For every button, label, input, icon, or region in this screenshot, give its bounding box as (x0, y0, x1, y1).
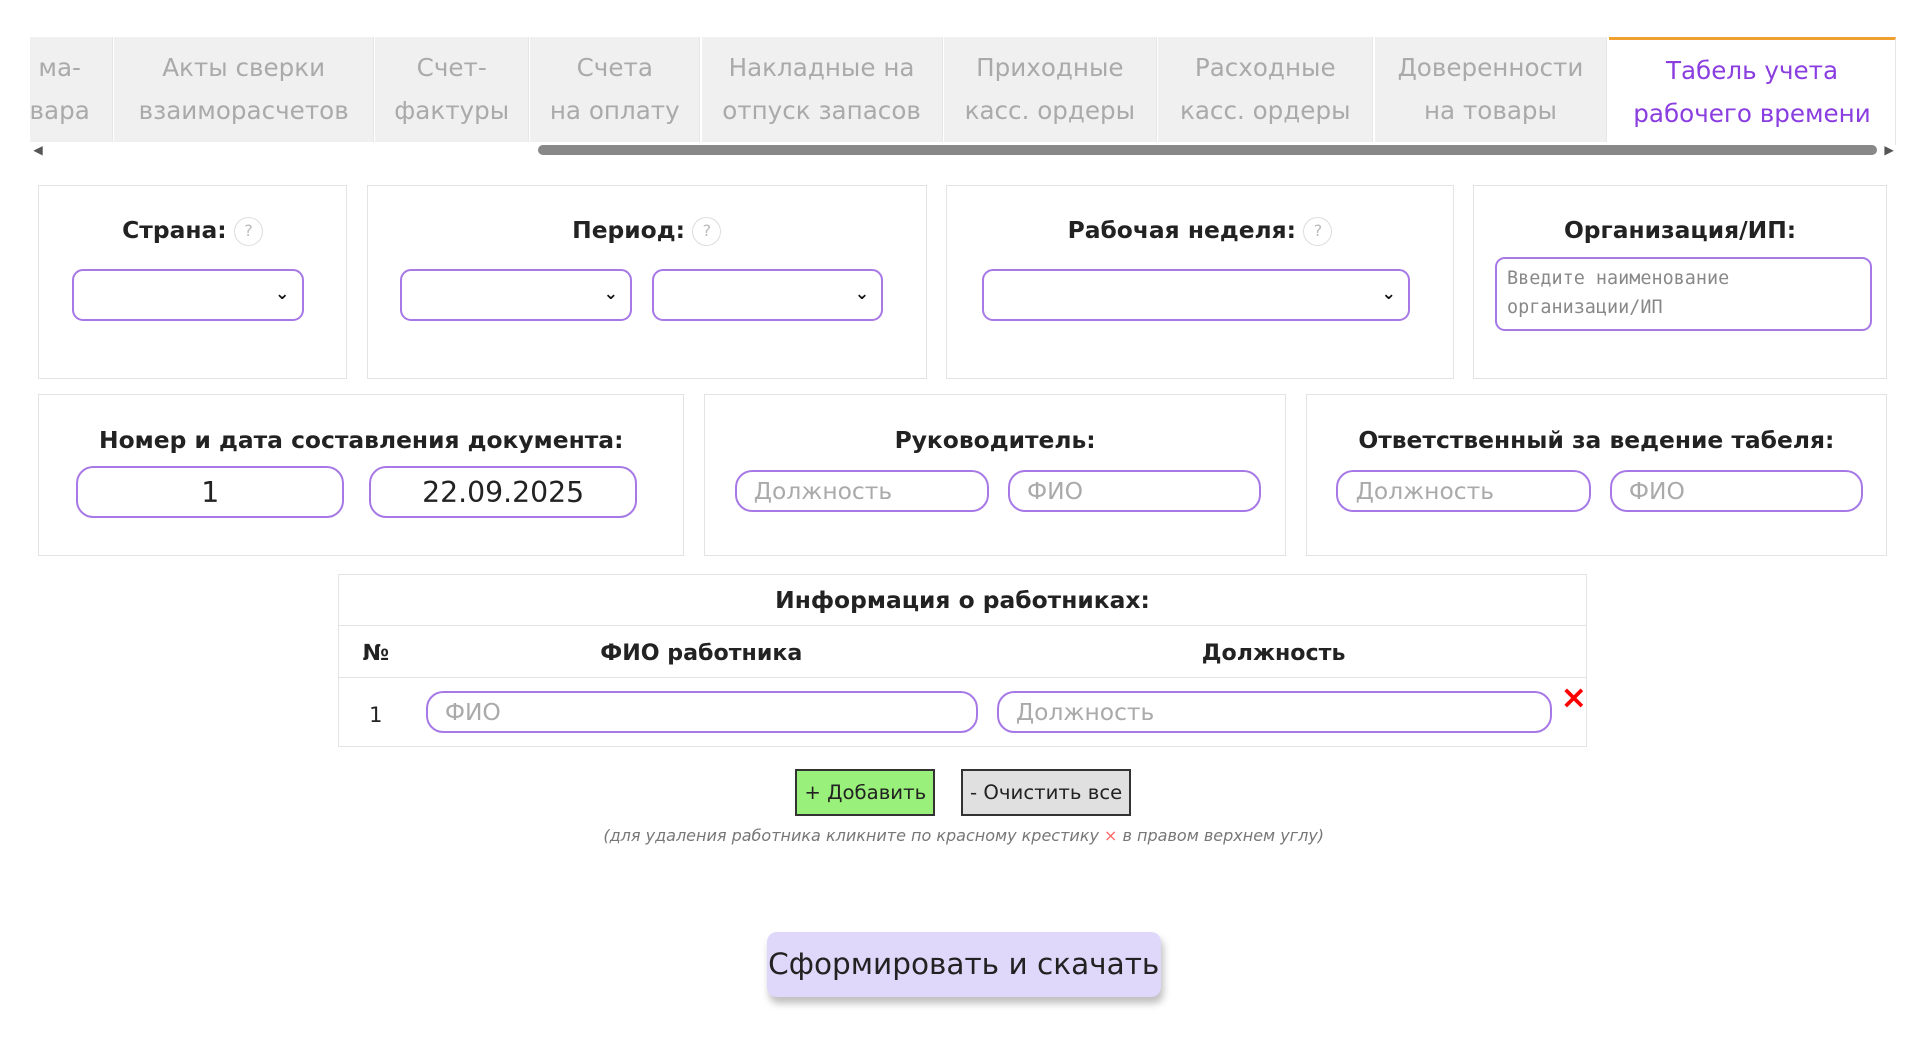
organization-label: Организация/ИП: (1563, 216, 1797, 245)
tab-timesheet[interactable]: Табель учета рабочего времени (1608, 36, 1897, 145)
country-label: Страна: (122, 216, 227, 245)
generate-download-button[interactable]: Сформировать и скачать (766, 931, 1161, 997)
country-select[interactable]: ⌄ (72, 269, 304, 321)
country-section: Страна:? ⌄ (38, 184, 348, 380)
period-month-select[interactable]: ⌄ (399, 269, 633, 321)
responsible-label: Ответственный за ведение табеля: (1358, 425, 1835, 454)
chevron-down-icon: ⌄ (854, 284, 870, 305)
document-number-input[interactable]: 1 (76, 466, 345, 518)
divider (339, 676, 1586, 678)
chevron-down-icon: ⌄ (1381, 284, 1396, 305)
director-section: Руководитель: Должность ФИО (704, 393, 1287, 557)
organization-section: Организация/ИП: Введите наименование орг… (1473, 184, 1887, 380)
work-week-label: Рабочая неделя: (1067, 216, 1297, 245)
organization-textarea[interactable]: Введите наименование организации/ИП (1495, 256, 1872, 331)
row-number: 1 (369, 702, 383, 727)
period-label: Период: (572, 216, 685, 245)
red-cross-icon: × (1104, 825, 1118, 845)
delete-worker-icon[interactable]: × (1560, 677, 1588, 716)
column-header-name: ФИО работника (600, 639, 803, 666)
scroll-left-arrow-icon[interactable]: ◀ (33, 142, 43, 157)
tab-bills[interactable]: Счета на оплату (530, 36, 701, 142)
responsible-section: Ответственный за ведение табеля: Должнос… (1305, 393, 1887, 557)
help-icon[interactable]: ? (692, 217, 722, 247)
chevron-down-icon: ⌄ (275, 284, 290, 305)
period-year-select[interactable]: ⌄ (652, 269, 884, 321)
document-date-input[interactable]: 22.09.2025 (368, 466, 638, 518)
column-header-number: № (362, 639, 390, 666)
worker-position-input[interactable]: Должность (996, 691, 1552, 734)
workers-table: Информация о работниках: № ФИО работника… (338, 573, 1588, 748)
document-label: Номер и дата составления документа: (99, 425, 624, 454)
responsible-position-input[interactable]: Должность (1336, 469, 1592, 512)
director-position-input[interactable]: Должность (734, 469, 990, 512)
tab-partial[interactable]: ма- вара (29, 36, 113, 142)
tab-expense-orders[interactable]: Расходные касс. ордеры (1158, 36, 1374, 142)
scroll-right-arrow-icon[interactable]: ▶ (1884, 142, 1894, 157)
workers-title: Информация о работниках: (775, 585, 1150, 614)
director-name-input[interactable]: ФИО (1007, 469, 1262, 512)
add-worker-button[interactable]: + Добавить (795, 769, 936, 817)
director-label: Руководитель: (894, 425, 1096, 454)
tab-proxies[interactable]: Доверенности на товары (1374, 36, 1608, 142)
work-week-select[interactable]: ⌄ (981, 269, 1411, 321)
work-week-section: Рабочая неделя:? ⌄ (946, 184, 1454, 380)
tab-reconciliation[interactable]: Акты сверки взаиморасчетов (114, 36, 374, 142)
document-section: Номер и дата составления документа: 1 22… (38, 393, 685, 557)
help-icon[interactable]: ? (1303, 217, 1333, 247)
tab-invoices[interactable]: Счет- фактуры (375, 36, 529, 142)
period-section: Период:? ⌄ ⌄ (366, 184, 927, 380)
hint-text: в правом верхнем углу) (1117, 825, 1325, 845)
tab-waybills[interactable]: Накладные на отпуск запасов (701, 36, 943, 142)
divider (339, 625, 1586, 626)
chevron-down-icon: ⌄ (603, 284, 619, 305)
help-icon[interactable]: ? (234, 217, 264, 247)
delete-hint: (для удаления работника кликните по крас… (369, 826, 1558, 845)
column-header-position: Должность (1201, 639, 1346, 666)
worker-name-input[interactable]: ФИО (425, 691, 979, 734)
responsible-name-input[interactable]: ФИО (1609, 469, 1864, 512)
hint-text: (для удаления работника кликните по крас… (603, 825, 1105, 845)
tab-scrollbar[interactable] (537, 145, 1877, 156)
clear-all-button[interactable]: - Очистить все (961, 769, 1132, 817)
tab-receipt-orders[interactable]: Приходные касс. ордеры (944, 36, 1157, 142)
